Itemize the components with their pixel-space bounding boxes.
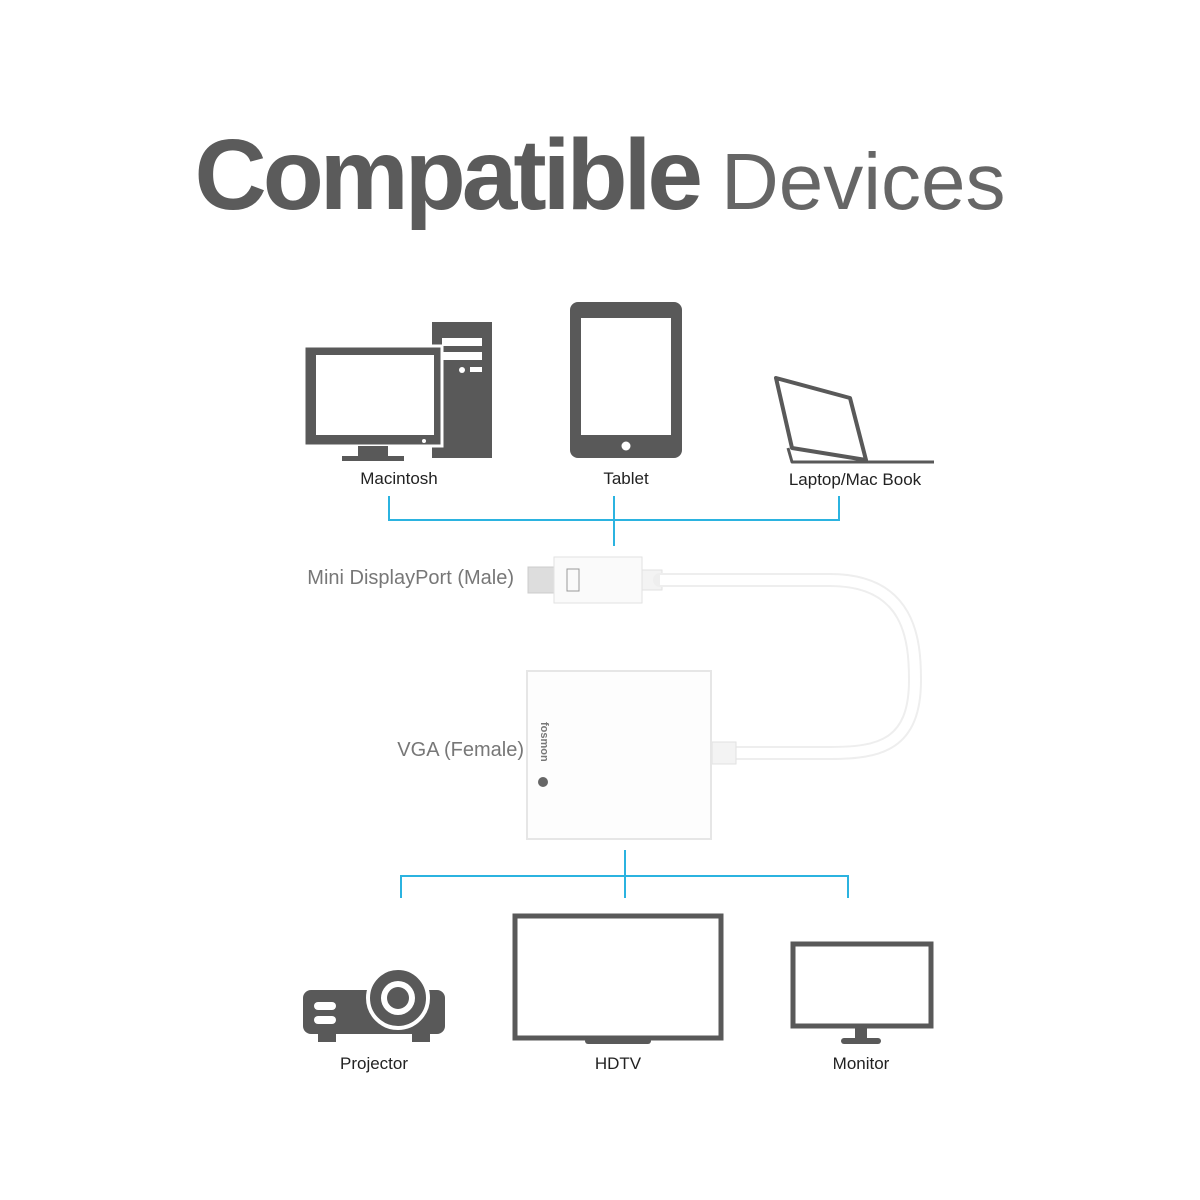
device-label-projector: Projector	[339, 1054, 409, 1073]
tablet-icon	[570, 302, 682, 458]
mini-displayport-connector	[527, 556, 663, 604]
mini-displayport-label: Mini DisplayPort (Male)	[307, 567, 514, 589]
monitor-icon	[790, 941, 934, 1044]
adapter-cable-highlight	[660, 575, 921, 758]
title-light: Devices	[720, 137, 1006, 226]
brand-logo: fosmon	[538, 722, 550, 762]
device-label-hdtv: HDTV	[594, 1054, 642, 1073]
laptop-icon	[774, 376, 934, 464]
target-connector-lines	[400, 850, 849, 898]
device-label-macintosh: Macintosh	[360, 469, 438, 488]
device-label-tablet: Tablet	[603, 469, 649, 488]
fosmon-logo-icon	[538, 777, 548, 787]
projector-icon	[303, 966, 445, 1042]
title-bold: Compatible	[194, 119, 702, 231]
device-label-laptop: Laptop/Mac Book	[788, 470, 922, 489]
device-label-monitor: Monitor	[832, 1054, 890, 1073]
source-connector-lines	[388, 496, 840, 546]
desktop-computer-icon	[302, 322, 492, 461]
hdtv-icon	[512, 913, 724, 1044]
vga-label: VGA (Female)	[397, 739, 524, 761]
vga-adapter-housing: fosmon	[526, 670, 737, 840]
